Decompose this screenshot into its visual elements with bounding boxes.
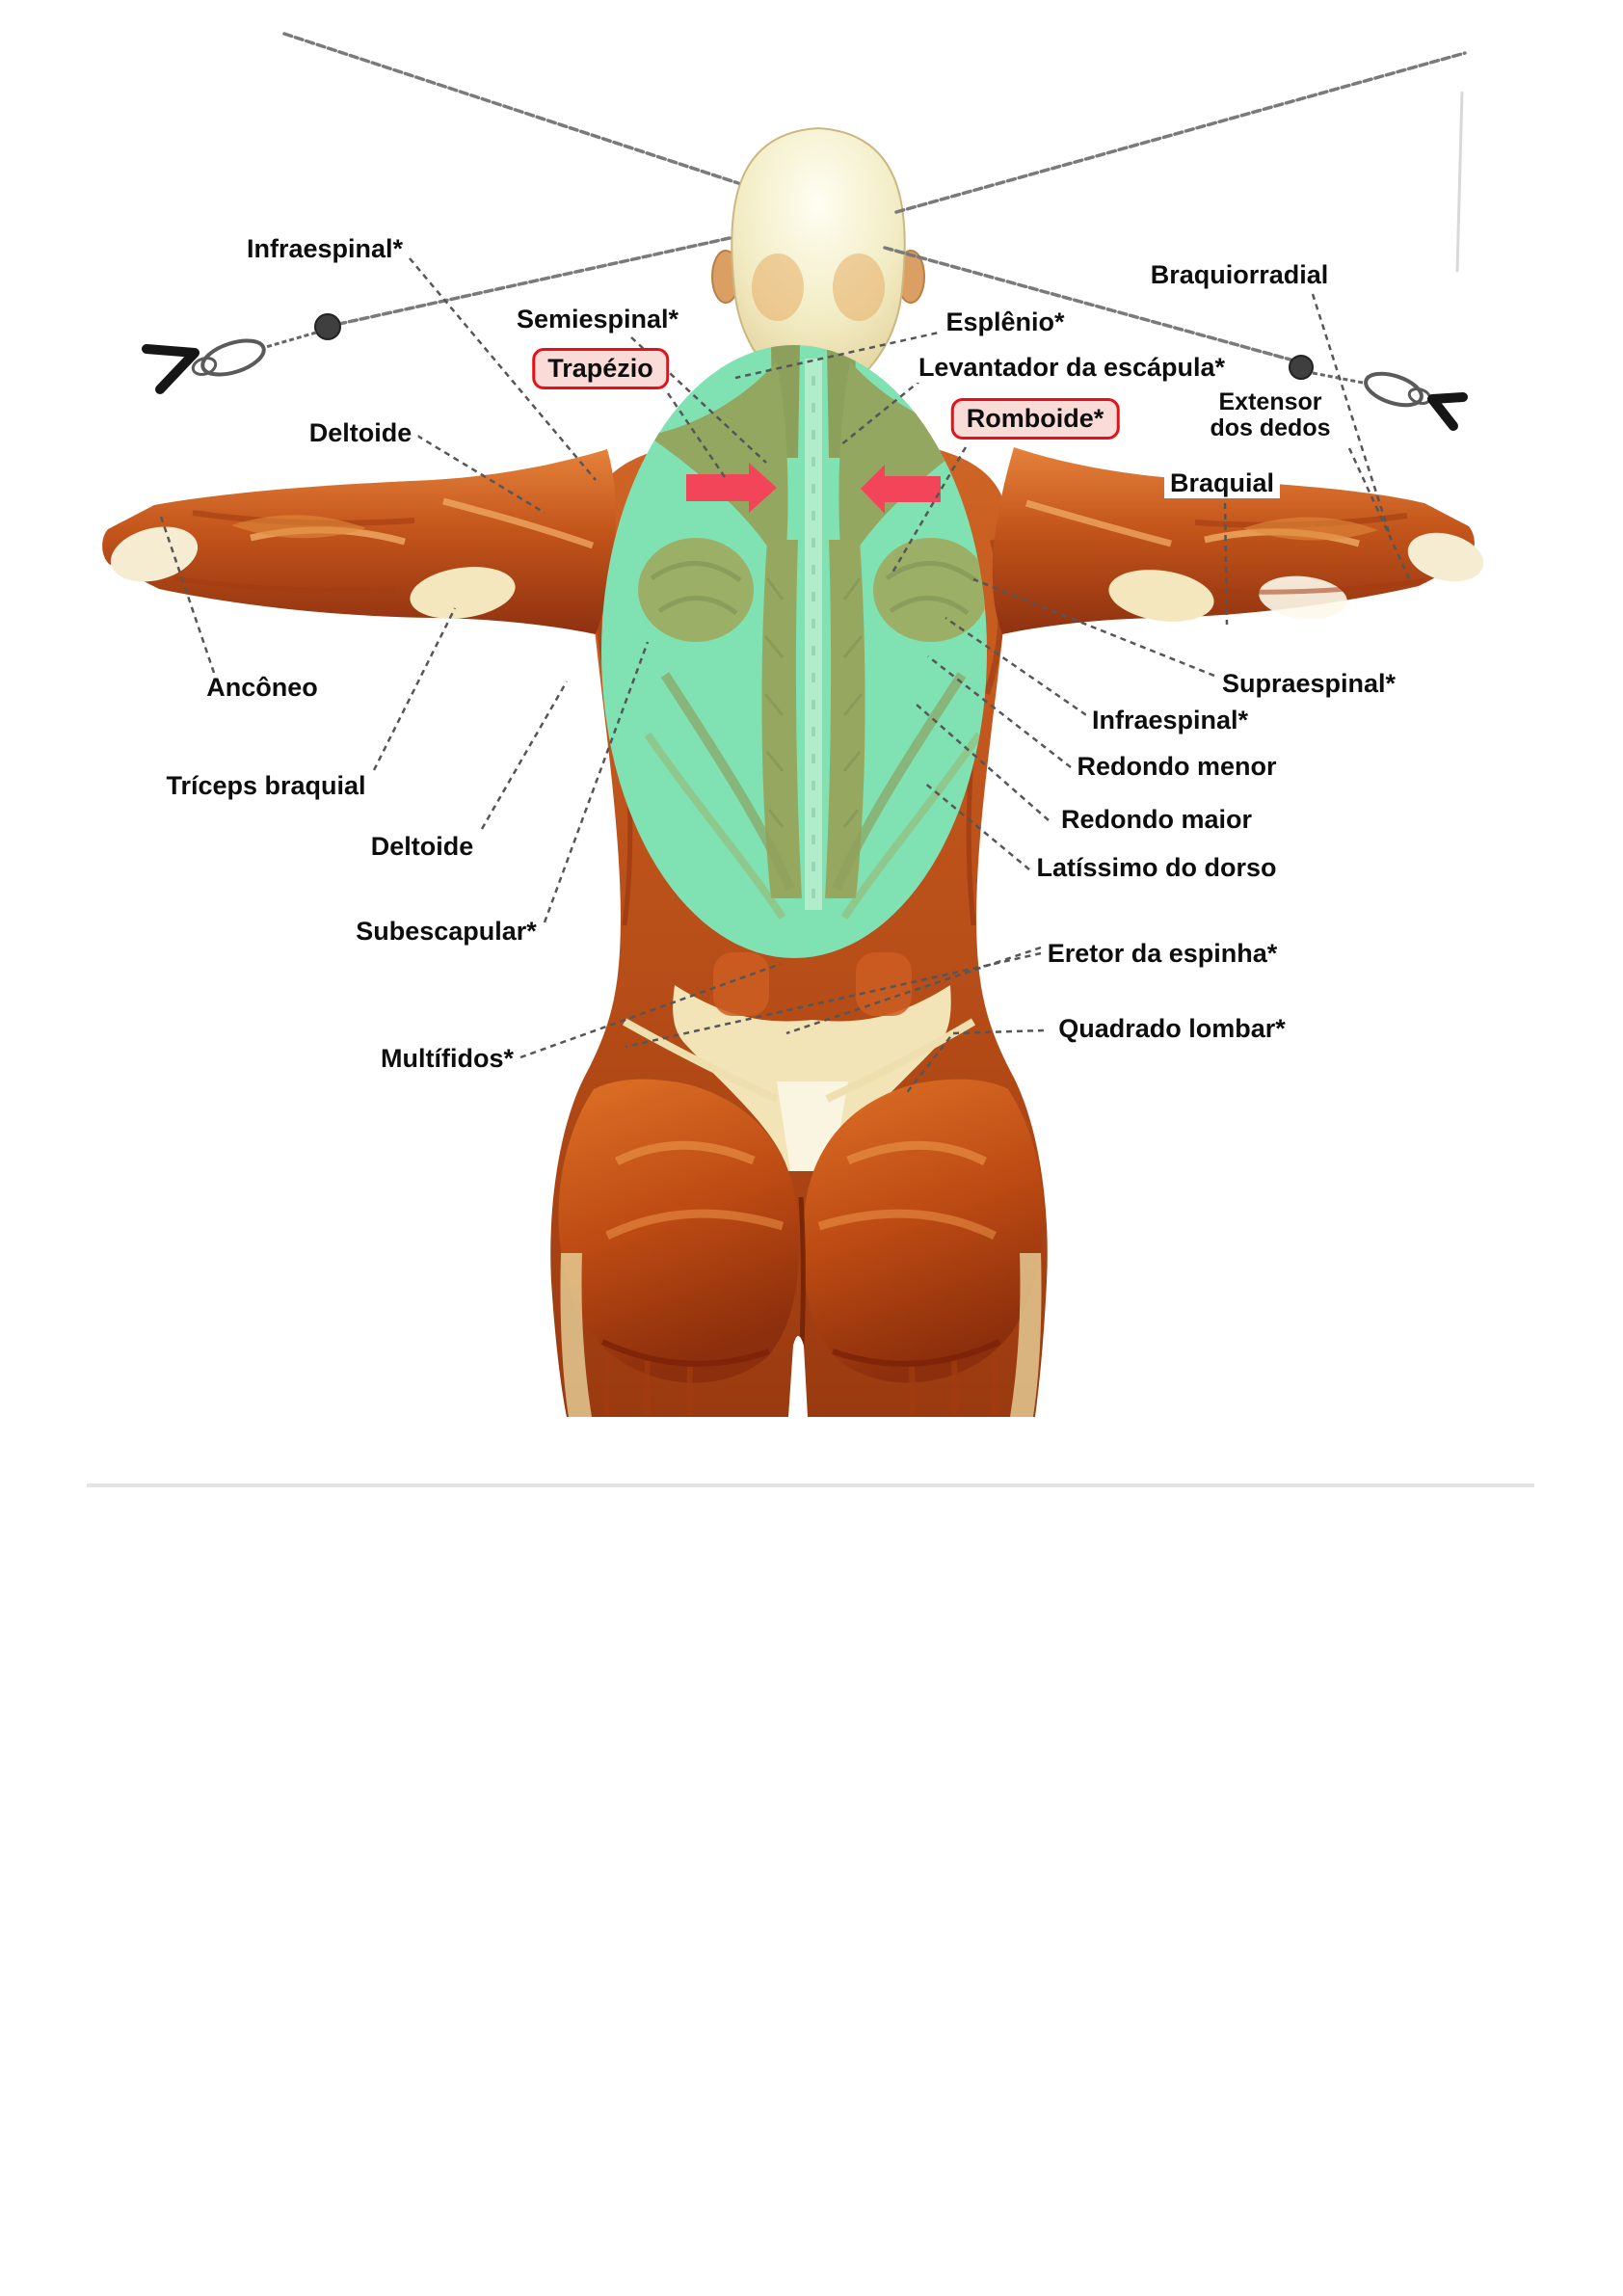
right-handle [1427, 392, 1468, 431]
label-deltoide-lower: Deltoide [364, 832, 480, 863]
cable-top-right [894, 51, 1467, 214]
label-anconeo: Ancôneo [200, 673, 324, 704]
left-arm [102, 449, 617, 634]
label-extensor-dedos: Extensor dos dedos [1204, 388, 1337, 442]
label-latissimo-dorso: Latíssimo do dorso [1030, 853, 1283, 884]
label-redondo-maior: Redondo maior [1054, 805, 1259, 836]
label-semiespinal: Semiespinal* [510, 305, 685, 335]
cable-machine-elements [142, 32, 1468, 431]
target-muscle-highlight-overlay [601, 345, 987, 958]
label-redondo-menor: Redondo menor [1071, 752, 1283, 783]
label-triceps-braquial: Tríceps braquial [160, 771, 372, 802]
label-eretor-espinha: Eretor da espinha* [1041, 939, 1284, 970]
label-levantador-escapula: Levantador da escápula* [912, 353, 1232, 384]
label-multifidos: Multífidos* [375, 1044, 519, 1075]
section-divider [87, 1483, 1534, 1487]
right-carabiner [1364, 371, 1423, 408]
left-carabiner [200, 338, 266, 377]
right-arm [992, 447, 1484, 634]
compress-arrow-right-icon [861, 465, 941, 514]
label-infraespinal-left: Infraespinal* [240, 234, 410, 265]
label-deltoide-upper: Deltoide [303, 418, 418, 449]
left-cable-stopper [314, 313, 341, 340]
left-handle [142, 344, 200, 394]
compress-arrow-left-icon [686, 463, 777, 513]
leader-lines [158, 257, 1411, 1096]
cable-to-right-handle [883, 246, 1299, 363]
compression-arrows [686, 463, 941, 514]
right-cable-stopper [1289, 355, 1314, 380]
label-subescapular: Subescapular* [350, 917, 543, 948]
cable-top-left [282, 32, 740, 185]
label-quadrado-lombar: Quadrado lombar* [1052, 1014, 1291, 1045]
lower-back-and-glutes [558, 952, 1044, 1417]
label-supraespinal: Supraespinal* [1215, 669, 1402, 700]
spine-strip [805, 359, 822, 910]
label-infraespinal-right: Infraespinal* [1085, 706, 1255, 736]
label-braquial: Braquial [1163, 468, 1281, 499]
cable-to-left-handle [337, 236, 732, 326]
label-esplenio: Esplênio* [940, 307, 1071, 338]
label-braquiorradial: Braquiorradial [1144, 260, 1335, 291]
label-romboide: Romboide* [950, 398, 1120, 441]
label-trapezio: Trapézio [532, 348, 669, 390]
